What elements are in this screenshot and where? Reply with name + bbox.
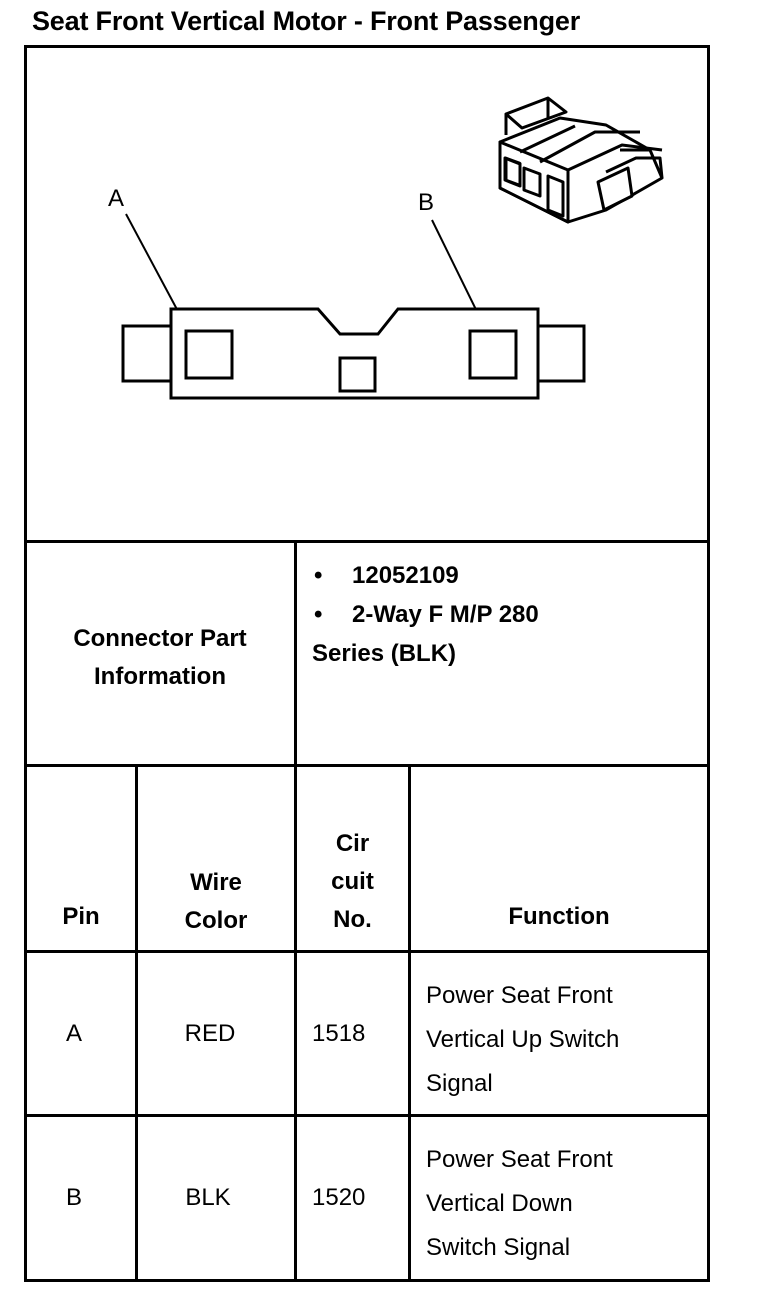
header-circuit-line3: No. <box>333 906 372 933</box>
header-wire-color-line2: Color <box>184 907 248 934</box>
divider-info-column <box>294 540 297 767</box>
connector-info-label: Connector Part Information <box>28 620 292 696</box>
header-circuit-line2: cuit <box>331 868 374 895</box>
divider-col-3 <box>408 764 411 1282</box>
header-circuit-line1: Cir <box>335 830 370 857</box>
connector-frame <box>24 45 710 1282</box>
connector-info-label-line1: Connector Part <box>73 625 247 652</box>
bullet-dot-1: • <box>314 562 323 589</box>
divider-row-a <box>24 1114 710 1117</box>
header-function: Function <box>508 903 610 930</box>
divider-col-1 <box>135 764 138 1282</box>
row-b-function: Power Seat Front Vertical Down Switch Si… <box>426 1138 613 1270</box>
header-wire-color-line1: Wire <box>190 869 242 896</box>
row-a-pin: A <box>65 1020 82 1047</box>
row-a-circuit: 1518 <box>312 1020 366 1047</box>
row-b-circuit: 1520 <box>312 1184 366 1211</box>
row-b-pin: B <box>65 1184 82 1211</box>
divider-col-2 <box>294 764 297 1282</box>
connector-type: 2-Way F M/P 280 <box>352 601 539 628</box>
row-a-function-line1: Power Seat Front <box>426 982 613 1009</box>
row-b-wire-color: BLK <box>185 1184 231 1211</box>
row-a-function-line2: Vertical Up Switch <box>426 1026 620 1053</box>
row-a-function: Power Seat Front Vertical Up Switch Sign… <box>426 974 619 1106</box>
page-title: Seat Front Vertical Motor - Front Passen… <box>32 6 581 36</box>
header-circuit: Cir cuit No. <box>297 825 408 939</box>
header-pin: Pin <box>62 903 100 930</box>
row-b-function-line3: Switch Signal <box>426 1234 571 1261</box>
part-number: 12052109 <box>352 562 459 589</box>
divider-diagram <box>24 540 710 543</box>
header-wire-color: Wire Color <box>138 864 294 940</box>
connector-face <box>121 307 586 400</box>
connector-info-label-line2: Information <box>94 663 226 690</box>
pin-b-cavity <box>468 329 518 380</box>
connector-diagram: A B <box>108 96 664 400</box>
pin-b-label: B <box>418 189 434 216</box>
row-a-function-line3: Signal <box>426 1070 493 1097</box>
row-b-function-line2: Vertical Down <box>426 1190 573 1217</box>
connector-3d-icon <box>498 96 664 224</box>
divider-header <box>24 950 710 953</box>
pin-a-label: A <box>108 185 124 212</box>
connector-series: Series (BLK) <box>312 640 457 667</box>
pin-a-cavity <box>184 329 234 380</box>
row-b-function-line1: Power Seat Front <box>426 1146 613 1173</box>
center-key-cavity <box>338 356 377 393</box>
divider-info <box>24 764 710 767</box>
row-a-wire-color: RED <box>184 1020 236 1047</box>
bullet-dot-2: • <box>314 601 323 628</box>
